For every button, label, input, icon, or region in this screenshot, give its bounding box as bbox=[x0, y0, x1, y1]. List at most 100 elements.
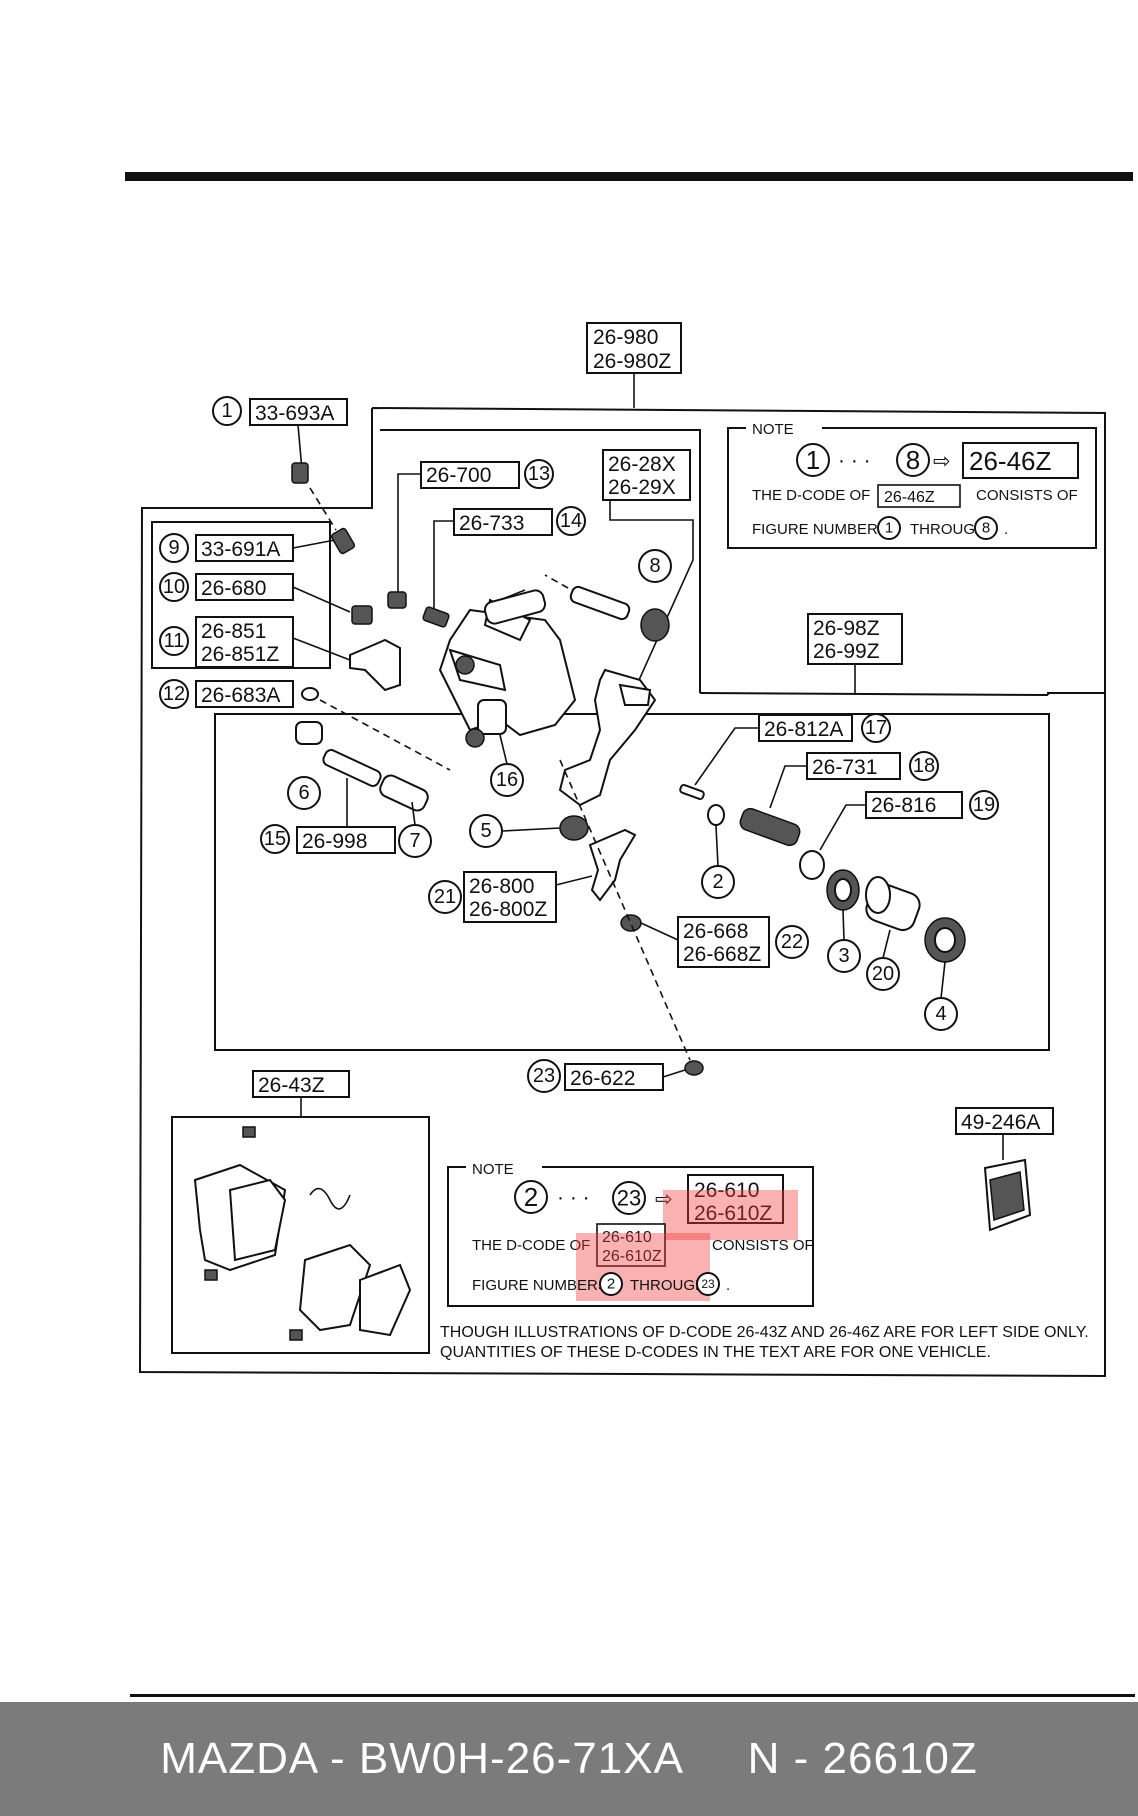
parts-diagram: 26-980 26-980Z NOTE 1 · · · 8 ⇨ 26-46Z T… bbox=[125, 172, 1135, 1697]
callout-15 bbox=[260, 824, 290, 854]
label-box-c11 bbox=[195, 616, 294, 668]
label-c17: 26-812A bbox=[764, 718, 843, 741]
callout-22 bbox=[775, 925, 809, 959]
svg-text:13: 13 bbox=[528, 463, 550, 485]
label-box-c9 bbox=[195, 534, 294, 562]
callout-19 bbox=[969, 790, 999, 820]
callout-8 bbox=[638, 549, 672, 583]
grease-packet bbox=[983, 1158, 1032, 1232]
main-frame bbox=[138, 407, 1106, 1378]
label-grease: 49-246A bbox=[961, 1111, 1040, 1134]
left-subframe bbox=[151, 521, 331, 669]
note1-line2-prefix: FIGURE NUMBERS bbox=[752, 521, 888, 538]
callout-12 bbox=[159, 679, 189, 709]
note2-result-1: 26-610 bbox=[694, 1179, 759, 1202]
note2-line1-prefix: THE D-CODE OF bbox=[472, 1237, 590, 1254]
note2-result-box bbox=[687, 1174, 784, 1224]
note1-result: 26-46Z bbox=[969, 446, 1051, 476]
brake-pads bbox=[193, 1126, 412, 1341]
note2-line2-from-circle bbox=[599, 1272, 623, 1296]
label-c13: 26-700 bbox=[426, 464, 491, 487]
piston-20 bbox=[865, 876, 921, 932]
svg-text:2: 2 bbox=[712, 871, 723, 893]
svg-text:9: 9 bbox=[168, 537, 179, 559]
label-box-c14 bbox=[453, 508, 553, 536]
note2-line2-from: 2 bbox=[607, 1276, 615, 1293]
cap-23 bbox=[684, 1060, 704, 1076]
label-c15: 26-998 bbox=[302, 830, 367, 853]
operating-lever bbox=[588, 828, 637, 902]
note2-line2-end: . bbox=[726, 1277, 730, 1294]
label-box-c21 bbox=[463, 871, 557, 923]
label-box-c8grp bbox=[602, 449, 691, 501]
note2-to-circle bbox=[612, 1181, 646, 1215]
note2-line2-prefix: FIGURE NUMBERS bbox=[472, 1277, 608, 1294]
note2-to: 23 bbox=[617, 1186, 641, 1211]
note2-code-box bbox=[596, 1223, 666, 1267]
bleeder-screw-1 bbox=[291, 462, 337, 531]
pin-17 bbox=[679, 783, 705, 801]
dust-boot-5 bbox=[559, 815, 589, 841]
note1-result-box bbox=[962, 442, 1079, 479]
note1-to: 8 bbox=[906, 445, 920, 475]
label-c11-2: 26-851Z bbox=[201, 643, 279, 666]
callout-13 bbox=[524, 459, 554, 489]
footnote-line-2: QUANTITIES OF THESE D-CODES IN THE TEXT … bbox=[440, 1344, 991, 1361]
note2-line2-to-circle bbox=[696, 1272, 720, 1296]
label-box-c22 bbox=[677, 916, 770, 968]
svg-text:18: 18 bbox=[913, 755, 935, 777]
note2-line2-mid: THROUGH bbox=[630, 1277, 706, 1294]
svg-text:6: 6 bbox=[298, 782, 309, 804]
label-c21-2: 26-800Z bbox=[469, 898, 547, 921]
note1-to-circle bbox=[896, 443, 930, 477]
svg-text:10: 10 bbox=[163, 576, 185, 598]
boot-7 bbox=[379, 774, 429, 812]
label-c10: 26-680 bbox=[201, 577, 266, 600]
label-c8grp-1: 26-28X bbox=[608, 453, 676, 476]
label-box-c12 bbox=[195, 680, 294, 708]
svg-text:22: 22 bbox=[781, 931, 803, 953]
svg-text:3: 3 bbox=[838, 945, 849, 967]
guide-pin-15 bbox=[322, 749, 382, 787]
label-pads: 26-43Z bbox=[258, 1074, 325, 1097]
highlight-code bbox=[576, 1233, 710, 1301]
note2-result-2: 26-610Z bbox=[694, 1202, 772, 1225]
note2-dots: · · · bbox=[557, 1186, 590, 1209]
svg-text:14: 14 bbox=[560, 510, 582, 532]
svg-text:7: 7 bbox=[409, 830, 420, 852]
centerline bbox=[559, 759, 691, 1061]
label-box-c17 bbox=[758, 714, 853, 742]
callout-17 bbox=[861, 713, 891, 743]
cap-9 bbox=[330, 527, 356, 555]
note1-line2-mid: THROUGH bbox=[910, 521, 986, 538]
svg-text:4: 4 bbox=[935, 1003, 946, 1025]
slide-pin-8 bbox=[544, 574, 670, 642]
note2-arrow: ⇨ bbox=[655, 1188, 673, 1211]
svg-text:17: 17 bbox=[865, 717, 887, 739]
callout-6 bbox=[287, 776, 321, 810]
note2-code-1: 26-610 bbox=[602, 1229, 652, 1246]
svg-text:8: 8 bbox=[649, 555, 660, 577]
adjuster-18 bbox=[739, 807, 801, 847]
label-c21-1: 26-800 bbox=[469, 875, 534, 898]
label-c19: 26-816 bbox=[871, 794, 936, 817]
svg-text:1: 1 bbox=[221, 400, 232, 422]
footer-text: MAZDA - BW0H-26-71XA N - 26610Z bbox=[160, 1734, 978, 1783]
callout-21 bbox=[428, 880, 462, 914]
frame-inner-top bbox=[380, 429, 701, 693]
callout-14 bbox=[556, 506, 586, 536]
label-c22-2: 26-668Z bbox=[683, 943, 761, 966]
bottom-rule bbox=[130, 1694, 1135, 1697]
note1-arrow: ⇨ bbox=[933, 450, 951, 473]
svg-text:16: 16 bbox=[496, 769, 518, 791]
label-box-c13 bbox=[420, 461, 520, 489]
note2-line1-suffix: CONSISTS OF bbox=[712, 1237, 814, 1254]
boot-6 bbox=[295, 721, 323, 745]
label-box-c10 bbox=[195, 573, 294, 601]
note1-title: NOTE bbox=[752, 421, 794, 438]
ring-19 bbox=[799, 850, 825, 880]
label-box-pads bbox=[252, 1070, 350, 1098]
footnote-line-1: THOUGH ILLUSTRATIONS OF D-CODE 26-43Z AN… bbox=[440, 1324, 1089, 1341]
svg-text:15: 15 bbox=[264, 828, 286, 850]
label-c18: 26-731 bbox=[812, 756, 877, 779]
